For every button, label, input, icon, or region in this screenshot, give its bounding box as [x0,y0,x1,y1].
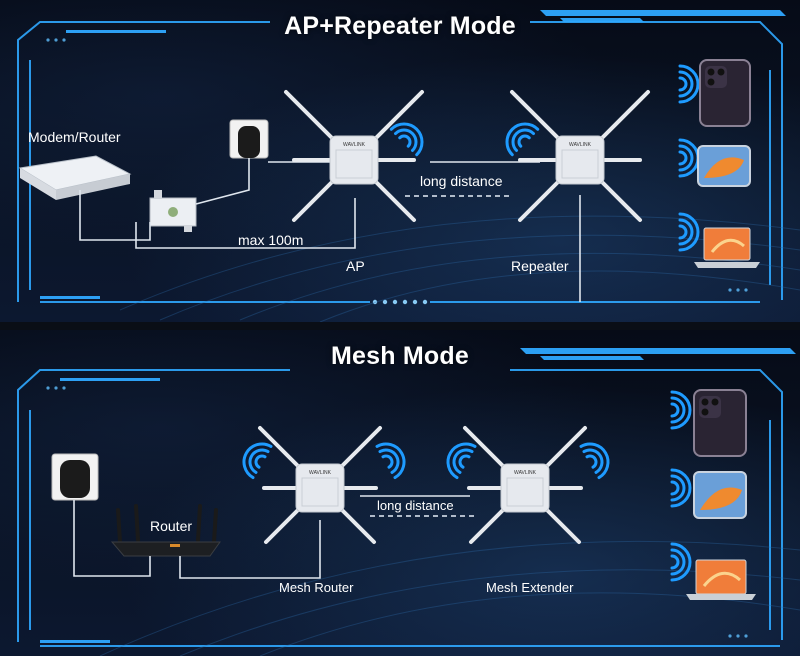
svg-text:WAVLINK: WAVLINK [569,142,592,148]
distance-label: long distance [377,498,454,513]
wifi-waves-icon [505,122,540,157]
repeater-label: Repeater [511,258,569,274]
laptop-icon [686,559,756,600]
svg-text:WAVLINK: WAVLINK [309,470,332,476]
ap-repeater-panel: WAVLINK WAVLINK [0,0,800,322]
mesh-panel: WAVLINK WAVLINK [0,330,800,656]
svg-text:WAVLINK: WAVLINK [514,470,537,476]
section-title-mesh: Mesh Mode [331,342,469,370]
phone-icon [693,389,747,457]
distance-label: long distance [420,173,503,189]
tablet-icon [697,145,751,187]
laptop-icon [694,227,760,268]
modem-router-icon [18,155,132,200]
wifi-waves-icon [670,542,692,582]
mesh-extender-device-icon: WAVLINK [463,426,587,544]
section-divider [0,322,800,330]
repeater-device-icon: WAVLINK [510,90,650,222]
section-title-ap-repeater: AP+Repeater Mode [284,12,516,40]
modem-router-label: Modem/Router [28,129,121,145]
wifi-waves-icon [670,468,692,508]
wifi-waves-icon [389,122,424,157]
ap-device-icon: WAVLINK [284,90,424,222]
cable-lines [73,495,470,579]
cable-length-label: max 100m [238,232,304,248]
panel-frame: WAVLINK WAVLINK [17,348,800,656]
wall-socket-icon [229,119,269,159]
wifi-waves-icon [579,442,610,480]
wifi-waves-icon [446,442,477,480]
panel-frame: WAVLINK WAVLINK [17,10,800,322]
poe-injector-icon [149,190,197,232]
wifi-waves-icon [678,212,700,252]
wifi-waves-icon [375,442,406,480]
mesh-router-label: Mesh Router [279,580,354,595]
router-icon [110,504,221,557]
wifi-waves-icon [670,390,692,430]
wifi-waves-icon [678,138,700,178]
tablet-icon [693,471,747,519]
wifi-waves-icon [242,442,273,480]
router-label: Router [150,518,193,534]
mesh-extender-label: Mesh Extender [486,580,574,595]
svg-text:WAVLINK: WAVLINK [343,142,366,148]
mesh-router-device-icon: WAVLINK [258,426,382,544]
phone-icon [699,59,751,127]
wifi-waves-icon [678,64,700,104]
wall-socket-icon [51,453,99,501]
ap-label: AP [346,258,365,274]
